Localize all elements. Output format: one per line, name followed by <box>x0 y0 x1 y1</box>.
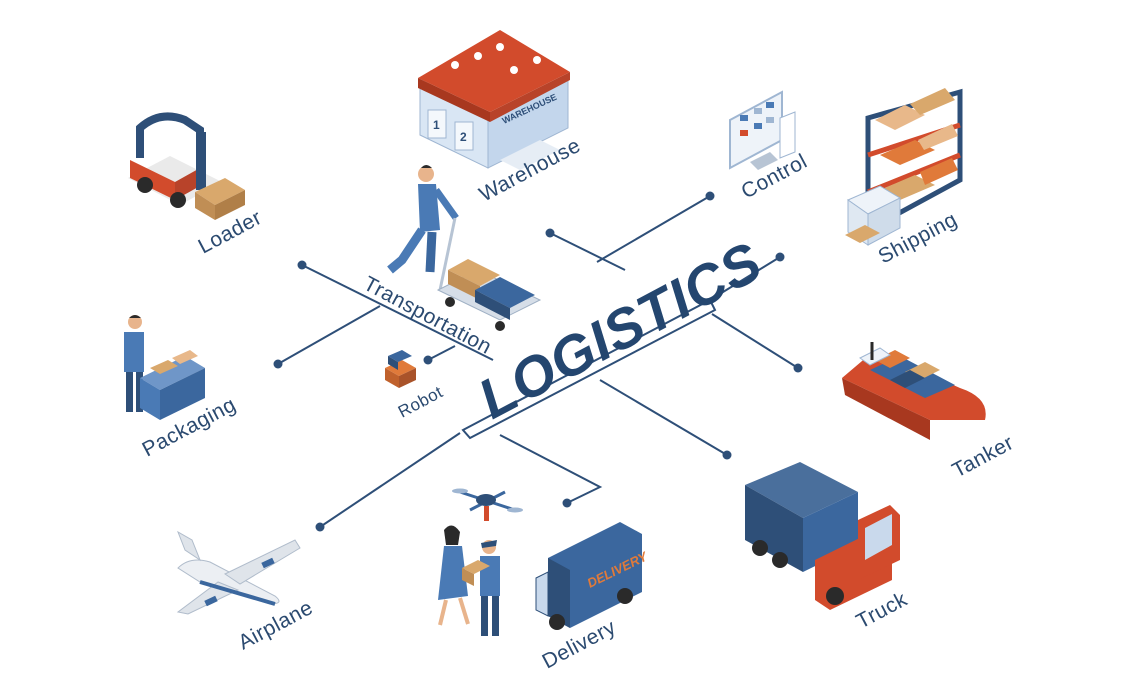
logistics-title: LOGISTICS <box>468 229 772 431</box>
label-robot: Robot <box>395 382 446 421</box>
connector-dot-shipping <box>775 252 785 262</box>
connector-transport <box>549 232 626 271</box>
connector-control <box>596 195 711 263</box>
connector-dot-airplane <box>315 522 325 532</box>
dock-number-1: 1 <box>433 118 440 132</box>
connector-robot <box>427 345 456 361</box>
robot-illustration <box>385 350 416 388</box>
connector-loader <box>301 264 494 361</box>
shipping-illustration <box>845 88 963 246</box>
truck-illustration <box>745 462 900 610</box>
connector-dot-delivery <box>562 498 572 508</box>
connector-dot-transport <box>545 228 555 238</box>
connector-dot-packaging <box>273 359 283 369</box>
label-airplane: Airplane <box>235 596 317 654</box>
loader-illustration <box>128 112 245 220</box>
connector-truck <box>599 379 728 456</box>
delivery-illustration: DELIVERY <box>438 488 651 636</box>
connector-shipping <box>709 256 781 301</box>
connector-dot-control <box>705 191 715 201</box>
connector-airplane <box>319 432 461 528</box>
connector-dot-tanker <box>793 363 803 373</box>
connector-dot-robot <box>423 355 433 365</box>
warehouse-illustration: 1 2 WAREHOUSE <box>418 30 570 170</box>
control-illustration <box>729 90 796 170</box>
connectors <box>273 191 803 532</box>
label-tanker: Tanker <box>949 431 1018 482</box>
airplane-illustration <box>176 530 301 615</box>
connector-delivery <box>499 434 603 504</box>
connector-packaging <box>277 305 381 365</box>
center-plate: LOGISTICS <box>461 229 772 440</box>
connector-dot-loader <box>297 260 307 270</box>
connector-dot-truck <box>722 450 732 460</box>
transportation-illustration <box>387 165 542 331</box>
dock-number-2: 2 <box>460 130 467 144</box>
packaging-illustration <box>124 315 205 420</box>
tanker-illustration <box>842 342 986 440</box>
connector-tanker <box>711 313 799 369</box>
